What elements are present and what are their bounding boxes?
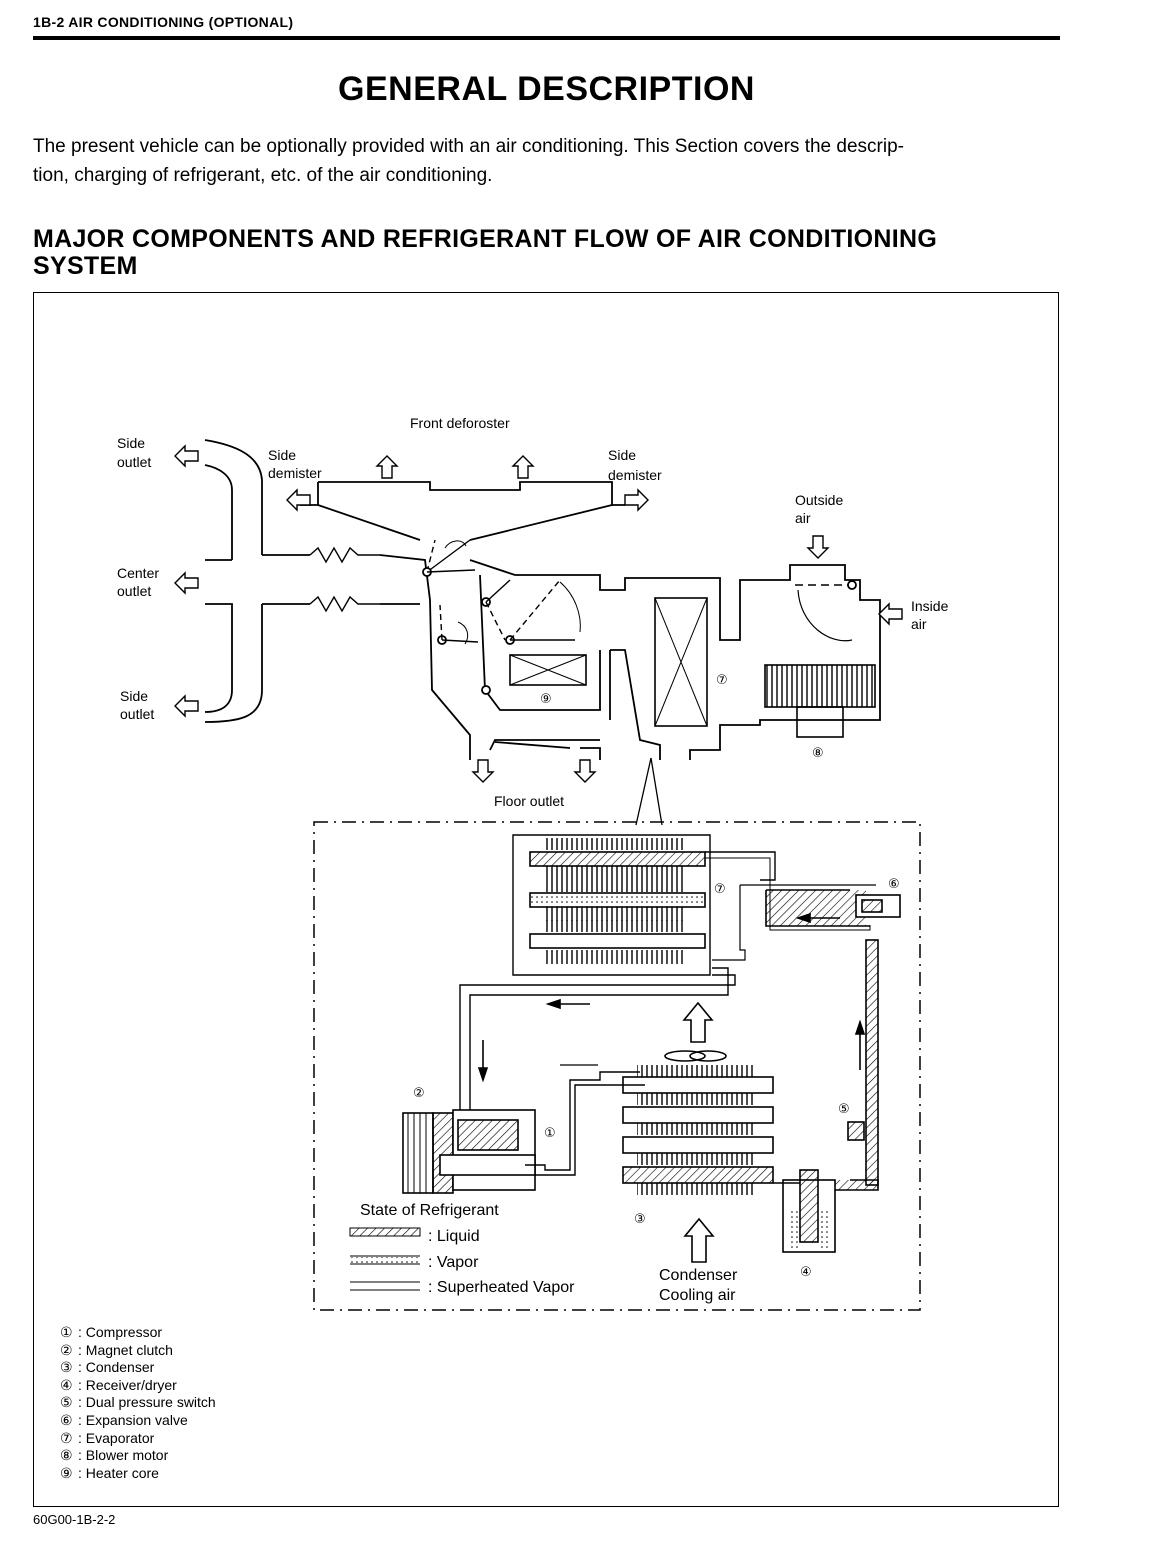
- center-outlet-label-2: outlet: [117, 583, 151, 599]
- header-text: 1B-2 AIR CONDITIONING (OPTIONAL): [33, 14, 294, 30]
- vapor-swatch: [350, 1255, 420, 1265]
- condenser-cooling-air-label-2: Cooling air: [659, 1287, 736, 1304]
- legend-item: ④: Receiver/dryer: [60, 1376, 177, 1393]
- dual-pressure-switch-number: ⑤: [838, 1102, 850, 1117]
- legend-item: ⑦: Evaporator: [60, 1429, 155, 1446]
- inside-air-label-2: air: [911, 616, 927, 632]
- refrigerant-state-title: State of Refrigerant: [360, 1202, 499, 1219]
- legend-item: ①: Compressor: [60, 1324, 163, 1340]
- legend-item: ⑧: Blower motor: [60, 1447, 169, 1464]
- condenser-number: ③: [634, 1212, 646, 1227]
- liquid-swatch: [349, 1227, 421, 1237]
- superheated-legend-label: : Superheated Vapor: [428, 1279, 575, 1296]
- section-title-line-1: MAJOR COMPONENTS AND REFRIGERANT FLOW OF…: [33, 225, 938, 253]
- intro-paragraph: The present vehicle can be optionally pr…: [33, 132, 1060, 190]
- figure-code: 60G00-1B-2-2: [33, 1512, 116, 1527]
- vapor-legend-label: : Vapor: [428, 1254, 479, 1271]
- components-legend: ①: Compressor ②: Magnet clutch ③: Conden…: [60, 1324, 216, 1482]
- refrigerant-circuit-drawing: [313, 821, 921, 1311]
- expansion-valve-number: ⑥: [888, 877, 900, 892]
- side-outlet-bottom-label-1: Side: [120, 688, 148, 704]
- air-arrows-lower: [682, 1001, 715, 1263]
- compressor-number: ①: [544, 1126, 556, 1141]
- legend-item: ⑥: Expansion valve: [60, 1411, 188, 1428]
- legend-item: ⑨: Heater core: [60, 1464, 159, 1481]
- page-header: 1B-2 AIR CONDITIONING (OPTIONAL): [33, 8, 1060, 40]
- side-demister-left-label-1: Side: [268, 447, 296, 463]
- section-title-line-2: SYSTEM: [33, 252, 138, 280]
- floor-outlet-label: Floor outlet: [494, 793, 564, 809]
- condenser-cooling-air-label-1: Condenser: [659, 1267, 738, 1284]
- side-outlet-top-label-1: Side: [117, 435, 145, 451]
- side-outlet-bottom-label-2: outlet: [120, 706, 154, 722]
- hvac-duct-drawing: [204, 439, 881, 826]
- outside-air-label-1: Outside: [795, 492, 843, 508]
- legend-item: ⑤: Dual pressure switch: [60, 1394, 216, 1411]
- inside-air-label-1: Inside: [911, 598, 949, 614]
- evaporator-number-upper: ⑦: [716, 673, 728, 688]
- intro-line-2: tion, charging of refrigerant, etc. of t…: [33, 165, 493, 186]
- legend-item: ②: Magnet clutch: [60, 1341, 173, 1358]
- blower-motor-number: ⑧: [812, 746, 824, 761]
- side-demister-right-label-2: demister: [608, 467, 662, 483]
- side-outlet-top-label-2: outlet: [117, 454, 151, 470]
- superheated-swatch: [350, 1281, 420, 1291]
- front-deforoster-label: Front deforoster: [410, 415, 510, 431]
- heater-core-number: ⑨: [540, 692, 552, 707]
- liquid-legend-label: : Liquid: [428, 1228, 480, 1245]
- page-title: GENERAL DESCRIPTION: [338, 70, 755, 108]
- side-demister-left-label-2: demister: [268, 465, 322, 481]
- intro-line-1: The present vehicle can be optionally pr…: [33, 136, 904, 157]
- receiver-dryer-number: ④: [800, 1265, 812, 1280]
- figure-frame: [33, 292, 1059, 1507]
- section-title: MAJOR COMPONENTS AND REFRIGERANT FLOW OF…: [33, 226, 1060, 280]
- legend-item: ③: Condenser: [60, 1359, 155, 1376]
- evaporator-number-lower: ⑦: [714, 882, 726, 897]
- side-demister-right-label-1: Side: [608, 447, 636, 463]
- magnet-clutch-number: ②: [413, 1086, 425, 1101]
- outside-air-label-2: air: [795, 510, 811, 526]
- airflow-arrows: [174, 444, 903, 783]
- center-outlet-label-1: Center: [117, 565, 159, 581]
